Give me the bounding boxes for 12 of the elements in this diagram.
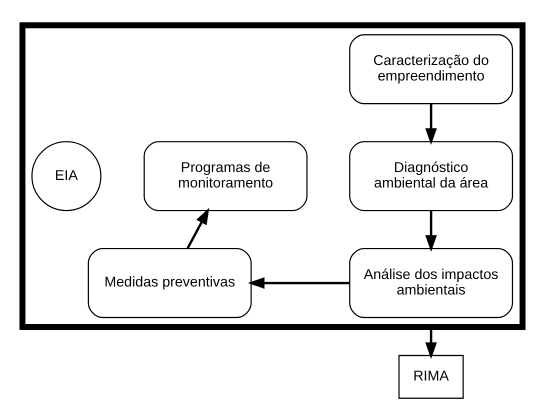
node-circle: EIA: [31, 141, 102, 212]
node-box: Programas de monitoramento: [144, 141, 308, 212]
node-box: RIMA: [398, 354, 464, 399]
node-box: Caracterização do empreendimento: [349, 34, 514, 104]
arrow: [186, 208, 210, 249]
cluster: [19, 22, 526, 330]
arrow: [248, 277, 350, 289]
arrow: [425, 104, 437, 145]
arrow: [425, 210, 437, 252]
node-box: Medidas preventivas: [88, 248, 252, 318]
node-box: Análise dos impactos ambientais: [349, 248, 514, 318]
node-box: Diagnóstico ambiental da área: [349, 141, 514, 212]
